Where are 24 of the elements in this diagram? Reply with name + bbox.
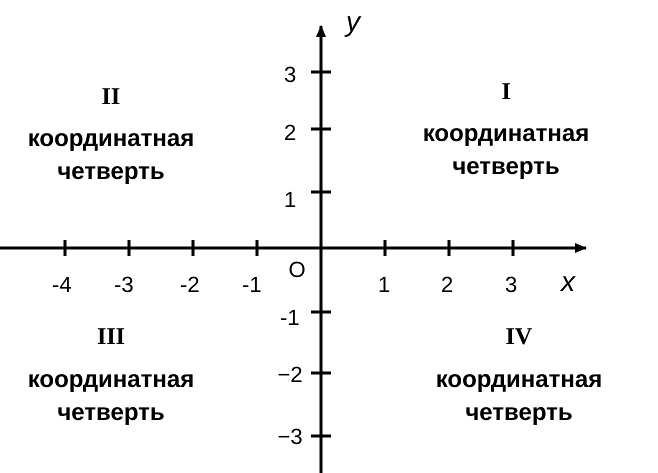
tick-label: -1 [280,307,300,329]
axis-label: x [561,268,575,296]
tick-label: 3 [505,274,518,296]
quadrant-number: I [502,80,511,104]
tick-label: 1 [378,274,390,296]
quadrant-label: координатная четверть [26,364,196,428]
quadrant-number: IV [506,325,532,349]
tick-label: −3 [278,426,303,448]
quadrant-number: III [97,325,126,349]
quadrant-number: II [102,85,120,109]
tick-label: -3 [114,274,134,296]
axis-label: y [346,8,360,36]
tick-label: 2 [284,122,296,144]
tick-label: 2 [441,274,454,296]
origin-label: O [288,259,306,281]
quadrant-label: координатная четверть [422,118,590,182]
tick-label: −2 [278,364,303,386]
tick-label: -2 [180,274,200,296]
tick-label: -4 [52,274,72,296]
quadrant-label: координатная четверть [26,124,196,188]
tick-label: 3 [284,64,296,86]
tick-label: -1 [242,274,262,296]
tick-label: 1 [284,189,296,211]
quadrant-label: координатная четверть [434,364,604,428]
